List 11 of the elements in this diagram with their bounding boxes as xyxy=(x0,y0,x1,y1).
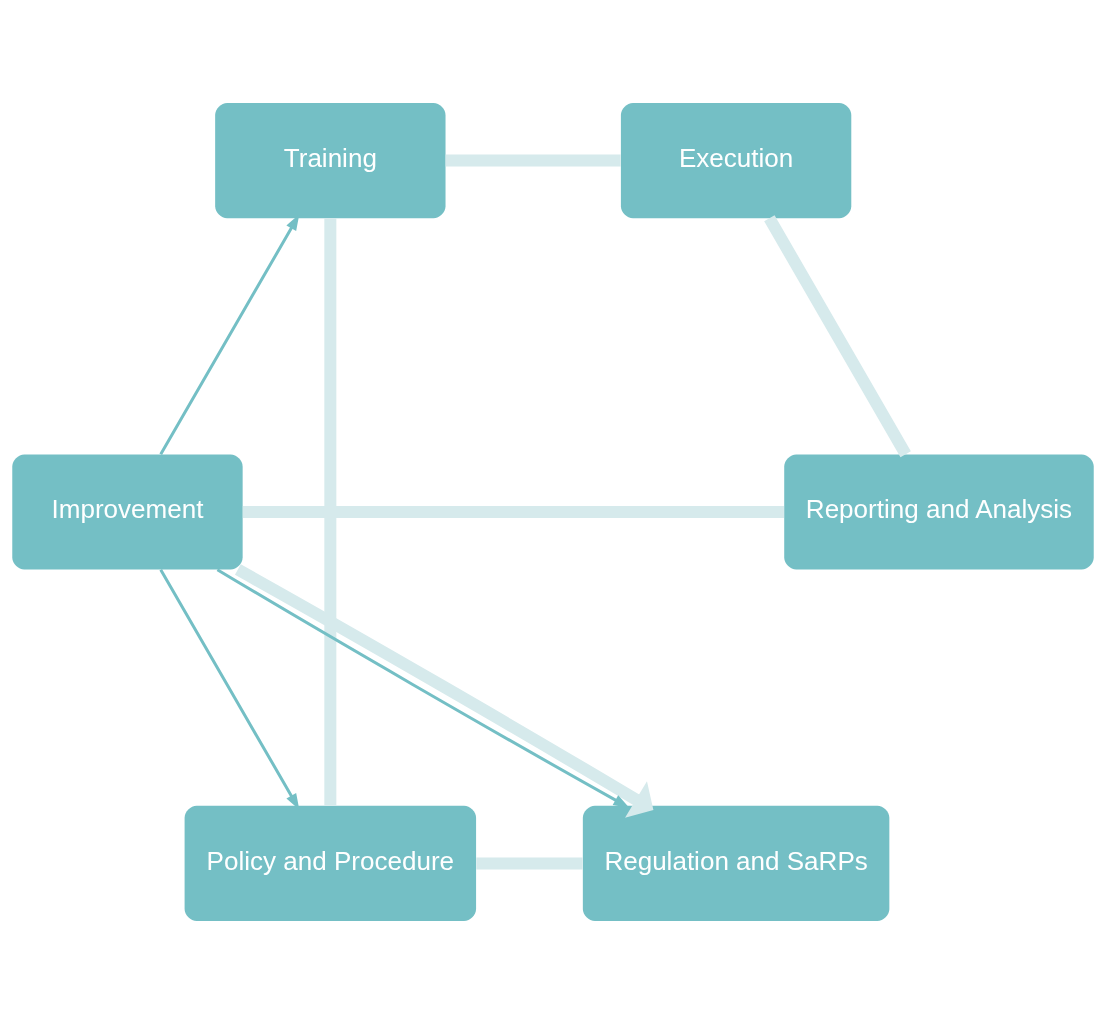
node-box: Regulation and SaRPs xyxy=(582,805,890,921)
connector xyxy=(764,215,911,458)
connector xyxy=(445,154,621,167)
node-box: Execution xyxy=(620,103,852,219)
node-box: Reporting and Analysis xyxy=(784,454,1094,570)
node-box: Policy and Procedure xyxy=(184,805,477,921)
connector xyxy=(476,857,583,870)
node-box: Training xyxy=(215,103,446,219)
connector xyxy=(242,506,784,518)
connector xyxy=(324,218,337,806)
node-box: Improvement xyxy=(12,454,243,570)
